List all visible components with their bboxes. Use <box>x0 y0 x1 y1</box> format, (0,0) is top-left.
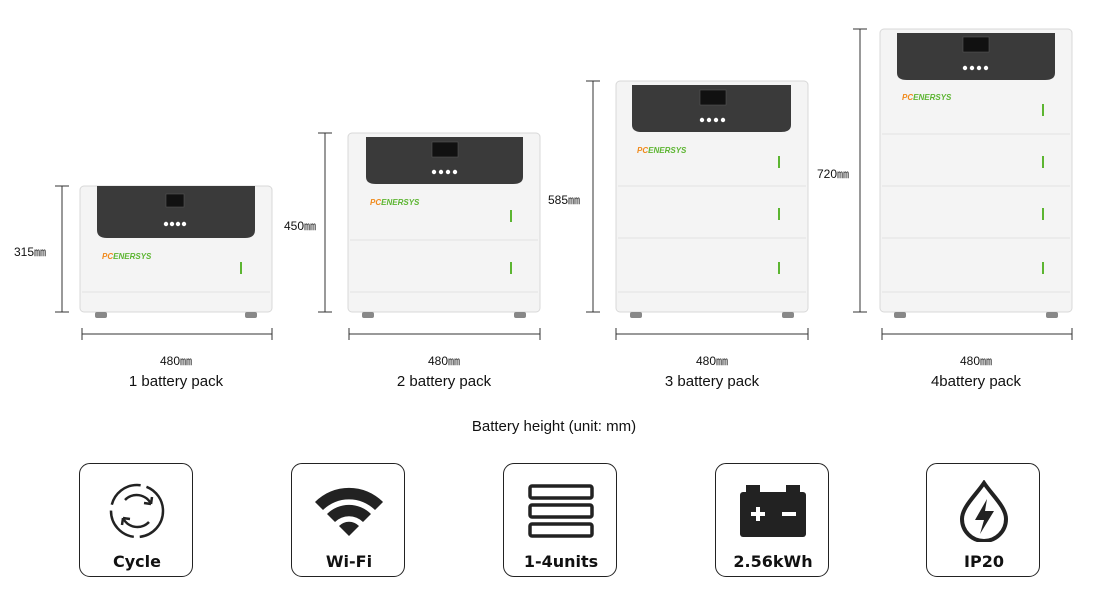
feature-label: IP20 <box>964 552 1004 571</box>
pack-2-caption: 2 battery pack <box>396 373 492 390</box>
feature-card-cycle: Cycle <box>79 463 193 577</box>
pack-4-width-label: 480㎜ <box>959 354 993 368</box>
brand-logo: PCENERSYS <box>102 252 152 261</box>
diagram-subtitle: Battery height (unit: mm) <box>471 418 637 435</box>
feature-label: 2.56kWh <box>733 552 813 571</box>
cycle-icon <box>80 478 194 544</box>
brand-logo: PCENERSYS <box>637 146 687 155</box>
units-stack-icon <box>504 478 618 544</box>
feature-card-ip-rating: IP20 <box>926 463 1040 577</box>
brand-logo: PCENERSYS <box>370 198 420 207</box>
pack-1-height-label: 315㎜ <box>14 245 47 259</box>
feature-card-wifi: Wi-Fi <box>291 463 405 577</box>
feature-card-units: 1-4units <box>503 463 617 577</box>
wifi-icon <box>292 478 406 544</box>
battery-icon <box>716 478 830 544</box>
pack-1-width-label: 480㎜ <box>159 354 193 368</box>
feature-label: 1-4units <box>523 552 599 571</box>
pack-2-width-label: 480㎜ <box>427 354 461 368</box>
water-drop-bolt-icon <box>927 478 1041 544</box>
pack-1-caption: 1 battery pack <box>128 373 224 390</box>
brand-logo: PCENERSYS <box>902 93 952 102</box>
feature-card-capacity: 2.56kWh <box>715 463 829 577</box>
pack-2-height-label: 450㎜ <box>284 219 317 233</box>
pack-4-caption: 4battery pack <box>930 373 1022 390</box>
pack-3-caption: 3 battery pack <box>664 373 760 390</box>
pack-3-width-label: 480㎜ <box>695 354 729 368</box>
feature-label: Cycle <box>113 552 161 571</box>
pack-3-height-label: 585㎜ <box>548 193 581 207</box>
pack-4-height-label: 720㎜ <box>817 167 850 181</box>
feature-label: Wi-Fi <box>325 552 373 571</box>
